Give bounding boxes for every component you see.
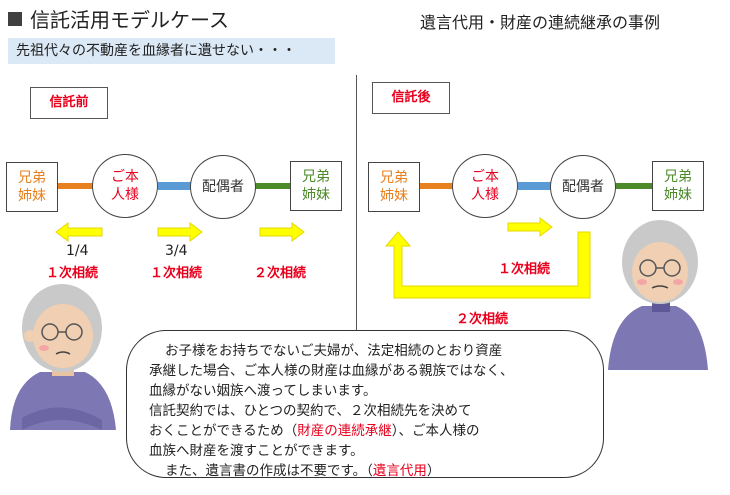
- arrow-right-second-inheritance: [259, 222, 305, 242]
- case-title: 遺言代用・財産の連続継承の事例: [420, 13, 661, 32]
- label-second-inheritance-after: ２次相続: [456, 312, 509, 327]
- link-spouse-right-sibling-after: [614, 183, 654, 189]
- link-self-spouse-after: [518, 182, 554, 190]
- node-right-sibling-after: 兄弟姉妹: [652, 161, 704, 211]
- arrow-right-first-inheritance: [157, 222, 203, 242]
- stage-label-after: 信託後: [372, 82, 450, 114]
- page-title: 信託活用モデルケース: [30, 8, 229, 32]
- link-spouse-right-sibling-before: [254, 183, 292, 189]
- node-self-before: ご本人様: [92, 154, 158, 218]
- label-first-inheritance-left: １次相続: [46, 266, 99, 281]
- link-left-sibling-self-after: [420, 183, 458, 189]
- title-bullet-icon: [8, 11, 22, 26]
- callout-highlight-continuous: 財産の連続承継: [297, 423, 392, 439]
- callout-line-5: おくことができるため（財産の連続承継）、ご本人様の: [149, 423, 480, 439]
- node-spouse-after: 配偶者: [550, 155, 616, 219]
- section-divider: [356, 75, 357, 415]
- label-second-inheritance-before: ２次相続: [254, 266, 307, 281]
- callout-line-1: お子様をお持ちでないご夫婦が、法定相続のとおり資産: [165, 343, 503, 359]
- callout-line-6: 血族へ財産を渡すことができます。: [149, 443, 364, 459]
- node-spouse-before: 配偶者: [190, 155, 256, 219]
- link-left-sibling-self-before: [58, 183, 96, 189]
- node-left-sibling-after: 兄弟姉妹: [368, 162, 420, 212]
- subtitle-banner: 先祖代々の不動産を血縁者に遺せない・・・: [8, 38, 335, 64]
- callout-line-2: 承継した場合、ご本人様の財産は血縁がある親族ではなく、: [149, 363, 514, 379]
- node-left-sibling-before: 兄弟姉妹: [6, 162, 58, 212]
- callout-highlight-will: 遺言代用: [372, 463, 427, 479]
- label-first-inheritance-after: １次相続: [498, 262, 551, 277]
- explanation-callout: お子様をお持ちでないご夫婦が、法定相続のとおり資産 承継した場合、ご本人様の財産…: [126, 330, 604, 479]
- elderly-man-crossed-arms-icon: [10, 284, 116, 430]
- arrow-after-second-inheritance: [384, 231, 591, 299]
- callout-line-7: また、遺言書の作成は不要です。（遺言代用）: [165, 463, 441, 479]
- elderly-man-icon: [608, 220, 708, 370]
- fraction-left: 1/4: [66, 243, 89, 259]
- callout-line-4: 信託契約では、ひとつの契約で、２次相続先を決めて: [149, 403, 472, 419]
- arrow-after-first-inheritance: [507, 217, 553, 237]
- fraction-right: 3/4: [165, 243, 188, 259]
- stage-label-before: 信託前: [30, 87, 108, 119]
- arrow-left-first-inheritance: [55, 222, 103, 242]
- node-right-sibling-before: 兄弟姉妹: [290, 161, 342, 211]
- page-header: 信託活用モデルケース: [8, 4, 229, 33]
- callout-line-3: 血縁がない姻族へ渡ってしまいます。: [149, 383, 377, 399]
- node-self-after: ご本人様: [452, 154, 518, 218]
- link-self-spouse-before: [158, 182, 194, 190]
- label-first-inheritance-right: １次相続: [150, 266, 203, 281]
